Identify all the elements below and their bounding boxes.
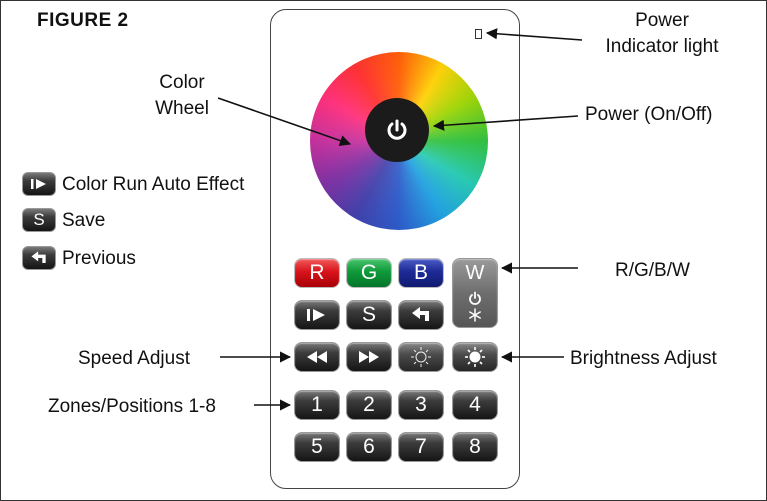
zone-7-button[interactable]: 7 — [398, 432, 444, 462]
power-indicator-light — [475, 29, 482, 39]
blue-button[interactable]: B — [398, 258, 444, 288]
power-on-off-label: Power (On/Off) — [585, 104, 713, 125]
zone-label: 1 — [311, 393, 323, 416]
legend-color-run-text: Color Run Auto Effect — [62, 174, 245, 195]
power-indicator-label-line1: Power — [635, 10, 689, 31]
green-button[interactable]: G — [346, 258, 392, 288]
white-button[interactable]: W — [452, 258, 498, 328]
figure-title: FIGURE 2 — [37, 10, 129, 31]
rgbw-label: R/G/B/W — [615, 260, 690, 281]
zone-4-button[interactable]: 4 — [452, 390, 498, 420]
white-key-label: W — [465, 262, 485, 284]
zone-6-button[interactable]: 6 — [346, 432, 392, 462]
zone-1-button[interactable]: 1 — [294, 390, 340, 420]
zone-label: 6 — [363, 435, 375, 458]
power-icon — [469, 291, 481, 305]
brightness-up-button[interactable] — [452, 342, 498, 372]
legend-save-key: S — [22, 208, 56, 232]
sun-bright-icon — [465, 347, 485, 367]
zone-label: 4 — [469, 393, 481, 416]
brightness-down-button[interactable] — [398, 342, 444, 372]
zone-label: 3 — [415, 393, 427, 416]
zones-label: Zones/Positions 1-8 — [48, 396, 216, 417]
color-wheel-arrow — [217, 97, 352, 146]
rewind-icon — [307, 351, 327, 363]
power-button[interactable] — [365, 98, 429, 162]
play-pause-icon — [31, 179, 46, 189]
color-wheel-label-line1: Color — [159, 72, 205, 93]
power-indicator-label-line2: Indicator light — [605, 36, 719, 57]
zone-2-button[interactable]: 2 — [346, 390, 392, 420]
green-key-label: G — [360, 261, 378, 284]
red-key-label: R — [309, 261, 325, 284]
speed-down-button[interactable] — [294, 342, 340, 372]
power-icon — [387, 119, 407, 140]
zone-5-button[interactable]: 5 — [294, 432, 340, 462]
zone-3-button[interactable]: 3 — [398, 390, 444, 420]
zone-label: 8 — [469, 435, 481, 458]
legend-save-text: Save — [62, 210, 106, 231]
brightness-adjust-label: Brightness Adjust — [570, 348, 717, 369]
power-on-off-arrow — [432, 115, 579, 131]
color-wheel-label: Color Wheel — [140, 70, 224, 122]
legend-save-key-label: S — [33, 210, 45, 229]
fast-forward-icon — [359, 351, 379, 363]
color-run-button[interactable] — [294, 300, 340, 330]
return-arrow-icon — [412, 307, 429, 321]
color-wheel-label-line2: Wheel — [155, 98, 209, 119]
speed-adjust-label: Speed Adjust — [78, 348, 190, 369]
legend-previous-key — [22, 246, 56, 270]
blue-key-label: B — [413, 261, 428, 284]
zone-label: 5 — [311, 435, 323, 458]
power-indicator-arrow — [485, 28, 583, 41]
return-arrow-icon — [31, 251, 46, 263]
save-button[interactable]: S — [346, 300, 392, 330]
speed-up-button[interactable] — [346, 342, 392, 372]
legend-color-run-key — [22, 172, 56, 196]
sun-dim-icon — [411, 347, 431, 367]
play-pause-icon — [307, 309, 325, 321]
zone-8-button[interactable]: 8 — [452, 432, 498, 462]
red-button[interactable]: R — [294, 258, 340, 288]
power-indicator-label: Power Indicator light — [582, 8, 742, 60]
zone-label: 7 — [415, 435, 427, 458]
legend-previous-text: Previous — [62, 248, 136, 269]
zone-label: 2 — [363, 393, 375, 416]
save-key-label: S — [361, 303, 376, 326]
previous-button[interactable] — [398, 300, 444, 330]
asterisk-icon — [469, 308, 481, 322]
